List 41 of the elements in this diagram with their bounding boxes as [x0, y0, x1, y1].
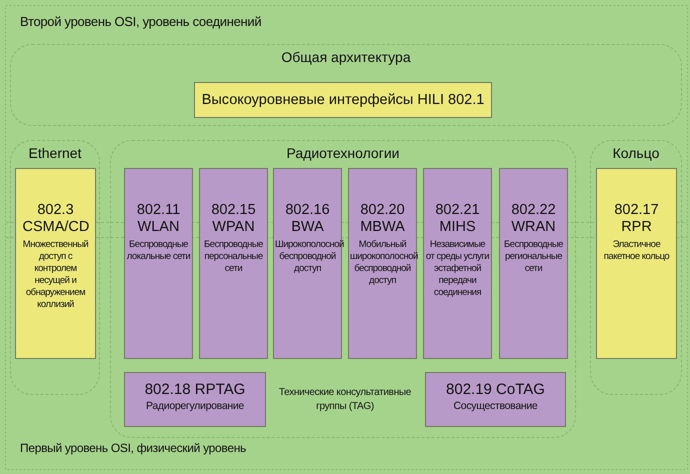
standard-title: 802.18 RPTAG — [144, 381, 246, 398]
standard-description: Множественный доступ с контролем несущей и обнаружением коллизий — [22, 239, 90, 311]
standard-box — [194, 82, 492, 118]
standard-box — [124, 372, 266, 427]
group-title: Радиотехнологии — [286, 145, 400, 161]
standard-description: Беспроводные региональные сети — [503, 239, 564, 275]
standard-description: Сосуществование — [452, 400, 538, 412]
standard-description: Радиорегулирование — [145, 400, 245, 412]
standard-box — [124, 168, 193, 359]
group-panel — [10, 140, 100, 395]
standard-title: 802.19 CoTAG — [445, 381, 546, 398]
group-title: Ethernet — [28, 145, 82, 161]
standard-box — [423, 168, 492, 359]
standard-box — [15, 168, 96, 359]
group-title: Кольцо — [612, 145, 660, 161]
standard-box — [499, 168, 568, 359]
standard-title: 802.21 MIHS — [434, 202, 481, 236]
standard-box — [348, 168, 417, 359]
standard-title: 802.11 WLAN — [136, 202, 182, 236]
standard-title: 802.20 MBWA — [359, 202, 406, 236]
standard-box — [199, 168, 268, 359]
standard-title: 802.15 WPAN — [210, 202, 257, 236]
note-text: Технические консультативные группы (TAG) — [278, 386, 412, 414]
standard-box — [425, 372, 566, 427]
standard-title: Высокоуровневые интерфейсы HILI 802.1 — [202, 92, 484, 108]
group-panel — [10, 44, 682, 126]
standard-box — [596, 168, 677, 359]
layer-title: Первый уровень OSI, физический уровень — [20, 441, 246, 455]
standard-description: Беспроводные персональные сети — [203, 239, 264, 275]
standard-box — [273, 168, 342, 359]
standard-title: 802.17 RPR — [613, 202, 660, 236]
group-title: Общая архитектура — [280, 49, 412, 65]
group-panel — [110, 140, 576, 438]
standard-description: Независимые от среды услуги эстафетной передачи соединения — [425, 239, 490, 299]
standard-title: 802.16 BWA — [284, 202, 331, 236]
standard-description: Эластичное пакетное кольцо — [602, 239, 670, 263]
standard-description: Беспроводные локальные сети — [126, 239, 191, 263]
standard-title: 802.3 CSMA/CD — [22, 202, 88, 236]
layer-title: Второй уровень OSI, уровень соединений — [20, 15, 262, 29]
group-panel — [590, 140, 682, 395]
standard-title: 802.22 WRAN — [510, 202, 557, 236]
